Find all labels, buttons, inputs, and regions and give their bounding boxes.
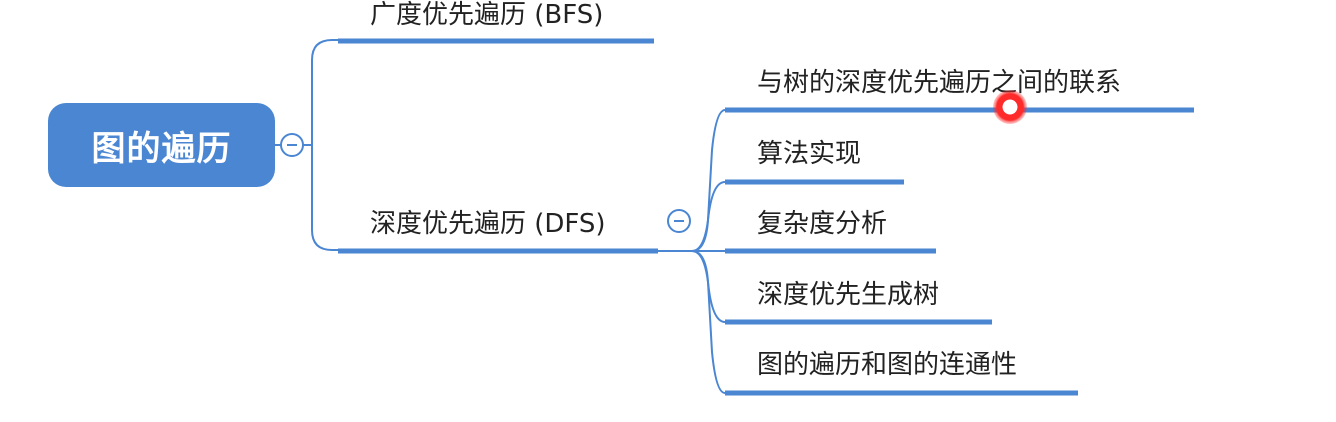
branch-bfs-label[interactable]: 广度优先遍历 (BFS) — [370, 0, 604, 30]
child-traversal-connectivity-label[interactable]: 图的遍历和图的连通性 — [757, 350, 1018, 380]
pointer-dot-icon — [993, 90, 1027, 124]
root-node-graph-traversal[interactable]: 图的遍历 — [48, 103, 275, 187]
child-algorithm-implementation-label[interactable]: 算法实现 — [757, 139, 862, 169]
dfs-collapse-button[interactable] — [667, 209, 691, 233]
child-dfs-spanning-tree-label[interactable]: 深度优先生成树 — [757, 280, 940, 310]
child-relation-tree-dfs-label[interactable]: 与树的深度优先遍历之间的联系 — [757, 68, 1122, 98]
branch-dfs-label[interactable]: 深度优先遍历 (DFS) — [370, 209, 606, 239]
child-complexity-analysis-label[interactable]: 复杂度分析 — [757, 209, 888, 239]
root-collapse-button[interactable] — [280, 133, 304, 157]
